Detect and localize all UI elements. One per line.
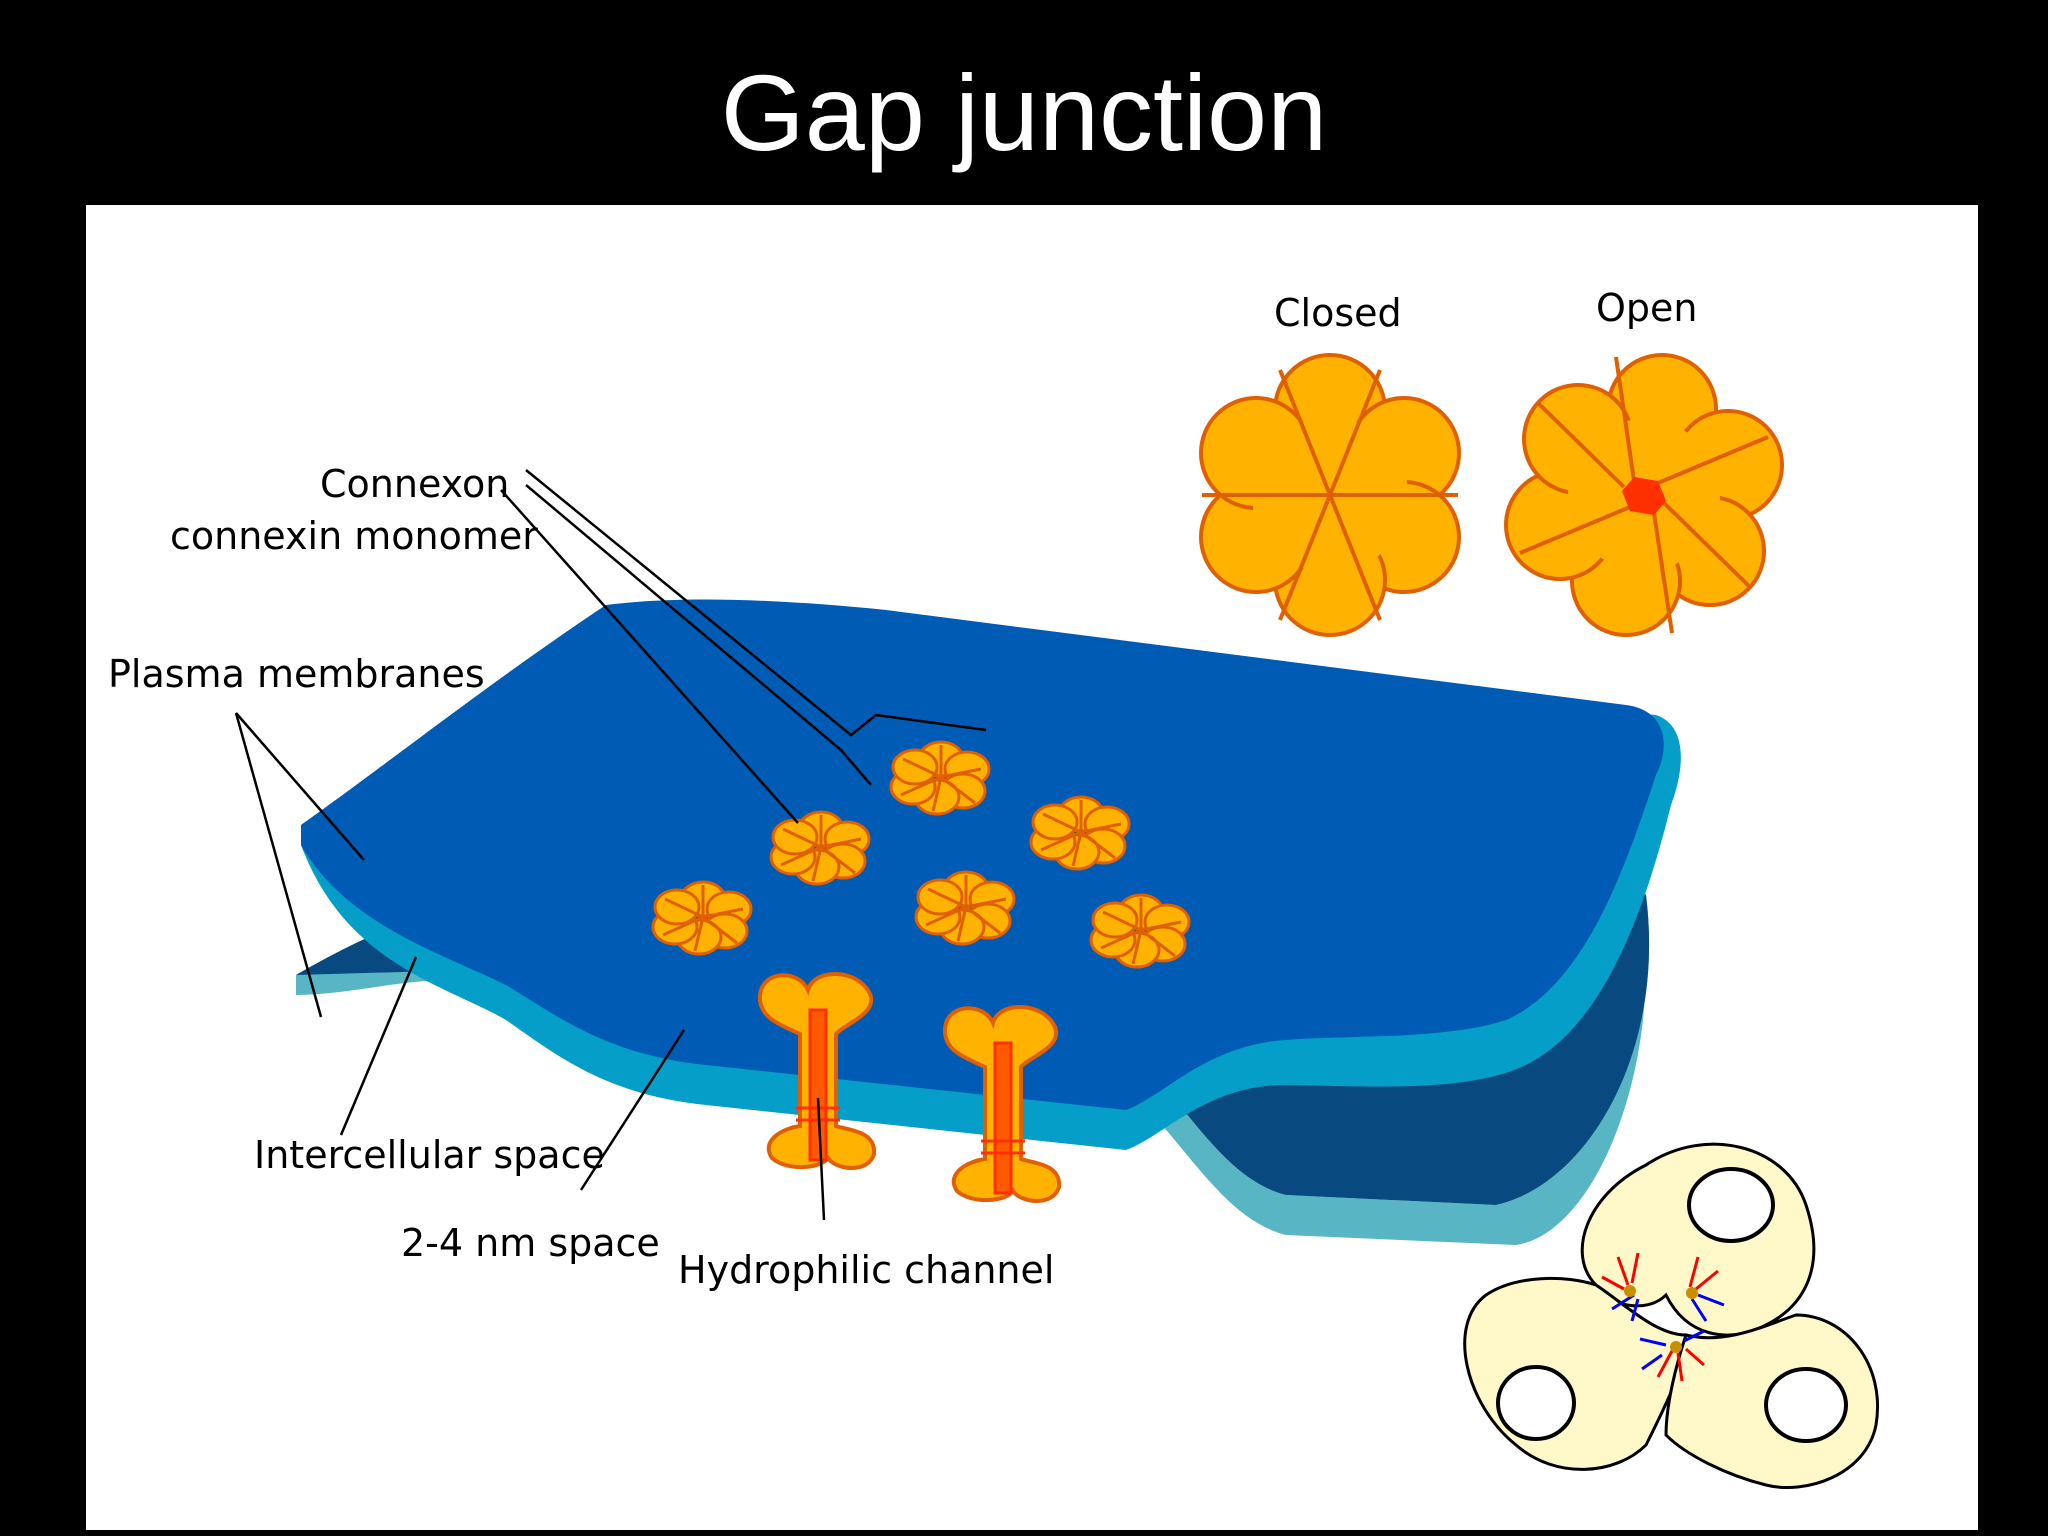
connexon-5 [914, 870, 1016, 946]
open-connexon [1504, 353, 1784, 637]
label-connexin-monomer: connexin monomer [170, 514, 538, 558]
label-closed: Closed [1274, 291, 1402, 335]
slide-title: Gap junction [720, 52, 1328, 173]
label-hydrophilic-channel: Hydrophilic channel [678, 1248, 1054, 1292]
connexon-3 [1029, 795, 1131, 871]
label-intercellular-space: Intercellular space [254, 1133, 605, 1177]
gap-junction-diagram: Closed Open Connexon connexin monomer Pl… [108, 286, 1879, 1489]
label-open: Open [1596, 286, 1698, 330]
closed-connexon [1199, 353, 1461, 637]
connexon-4 [651, 880, 753, 956]
label-plasma-membranes: Plasma membranes [108, 652, 485, 696]
connexon-2 [769, 810, 871, 886]
diagram-panel: Closed Open Connexon connexin monomer Pl… [86, 205, 1978, 1530]
leader-lines [234, 469, 987, 1221]
label-2-4-nm-space: 2-4 nm space [401, 1221, 660, 1265]
connexon-1 [889, 740, 991, 816]
connexon-6 [1089, 893, 1191, 969]
upper-membrane-surface [301, 599, 1664, 1110]
label-connexon: Connexon [320, 462, 509, 506]
cell-cluster [1463, 1142, 1879, 1489]
